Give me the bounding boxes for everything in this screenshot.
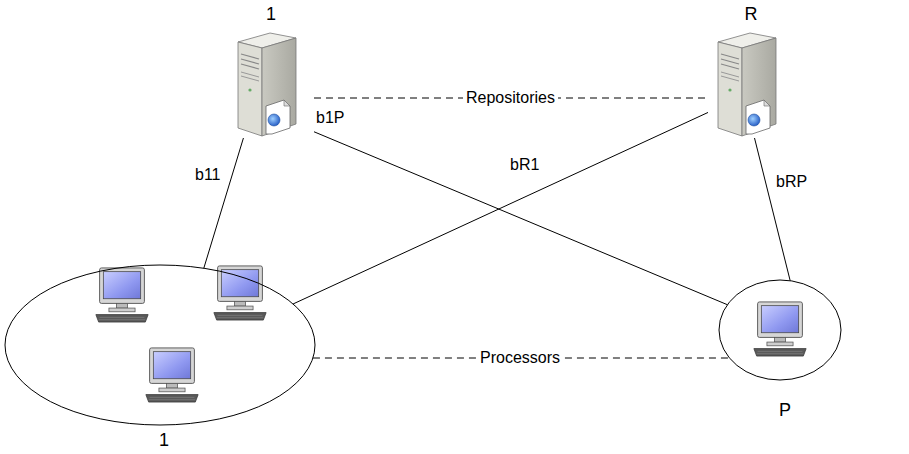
computer-icon	[214, 266, 266, 320]
node-label: 1	[228, 4, 314, 24]
group-label: Processors	[477, 349, 563, 367]
node-label: R	[708, 4, 794, 24]
repository-server: R	[708, 4, 794, 138]
processor-group: 1	[4, 262, 324, 452]
processor-group: P	[716, 278, 854, 424]
computer-icon	[146, 348, 198, 402]
link-line	[204, 138, 244, 268]
bandwidth-label: bRP	[773, 173, 810, 191]
group-outline	[4, 262, 316, 452]
node-label: P	[716, 400, 854, 420]
computer-icon	[96, 268, 148, 322]
bandwidth-label: b1P	[313, 109, 347, 127]
server-icon	[238, 33, 296, 136]
repository-server: 1	[228, 4, 314, 138]
link-line	[293, 112, 708, 304]
computer-icon	[754, 302, 806, 356]
bandwidth-label: bR1	[507, 156, 542, 174]
link-line	[755, 138, 791, 281]
bandwidth-label: b11	[192, 166, 224, 184]
server-icon	[718, 33, 776, 136]
link-line	[314, 132, 727, 305]
node-label: 1	[4, 430, 324, 450]
group-label: Repositories	[463, 89, 558, 107]
